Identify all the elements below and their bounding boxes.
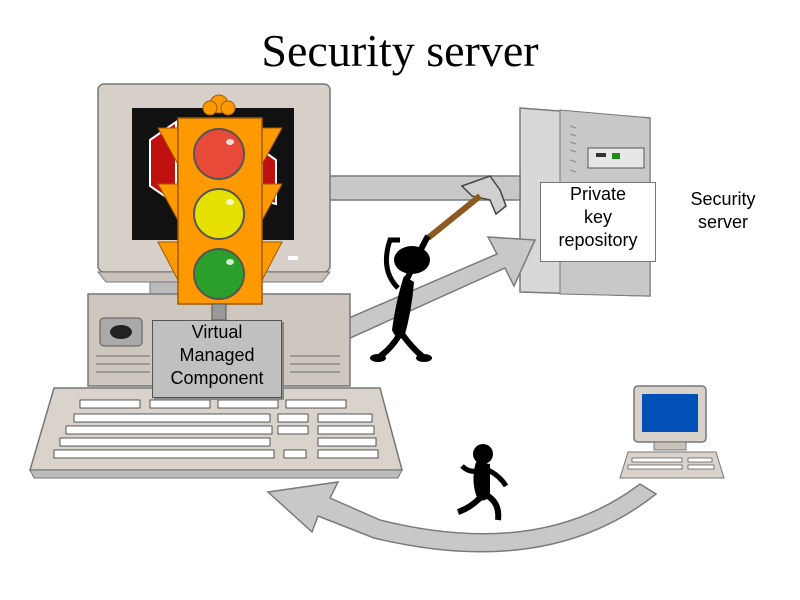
vmc-line-1: Virtual (191, 322, 243, 342)
private-key-repository-label: Private key repository (540, 182, 656, 262)
traffic-light-icon (157, 94, 283, 321)
pkr-line-3: repository (558, 230, 638, 250)
security-server-line-2: server (697, 212, 748, 232)
security-server-line-1: Security (690, 189, 756, 209)
running-figure-icon (456, 444, 509, 521)
arrow-return-curve (266, 481, 658, 553)
small-computer-icon (619, 385, 725, 479)
vmc-line-2: Managed (179, 345, 255, 365)
page-title: Security server (261, 25, 539, 76)
pkr-line-2: key (583, 207, 612, 227)
virtual-managed-component-label: Virtual Managed Component (152, 320, 282, 398)
security-server-label: Security server (668, 188, 778, 234)
keyboard-icon (28, 387, 403, 479)
hammer-figure-icon (370, 175, 507, 362)
vmc-line-3: Component (170, 368, 264, 388)
pkr-line-1: Private (569, 184, 627, 204)
